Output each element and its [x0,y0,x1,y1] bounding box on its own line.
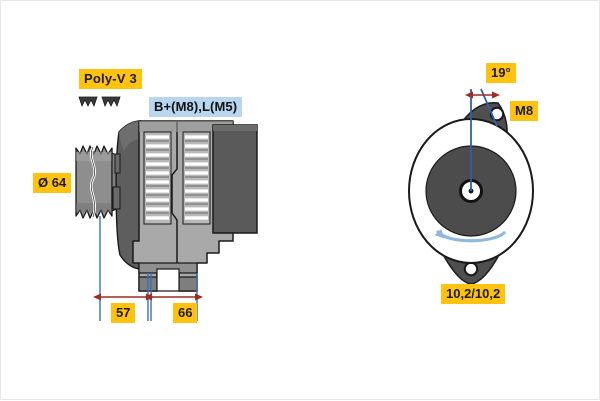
alternator-housing [112,120,258,292]
front-view-group [408,88,534,285]
callout-dimension-66: 66 [173,303,198,323]
rotation-arrow-icon [434,228,506,243]
callout-mount-dimensions: 10,2/10,2 [441,284,506,304]
cooling-fins-right [182,131,211,225]
callout-angle: 19° [486,63,516,83]
callout-dimension-57: 57 [111,303,136,323]
callout-belt-type: Poly-V 3 [79,69,142,89]
callout-bolt-thread: M8 [510,101,539,121]
callout-pulley-diameter: Ø 64 [33,173,72,193]
callout-terminals: B+(M8),L(M5) [149,97,243,117]
cooling-fins-left [143,131,172,225]
poly-v-groove-icon [78,96,121,108]
